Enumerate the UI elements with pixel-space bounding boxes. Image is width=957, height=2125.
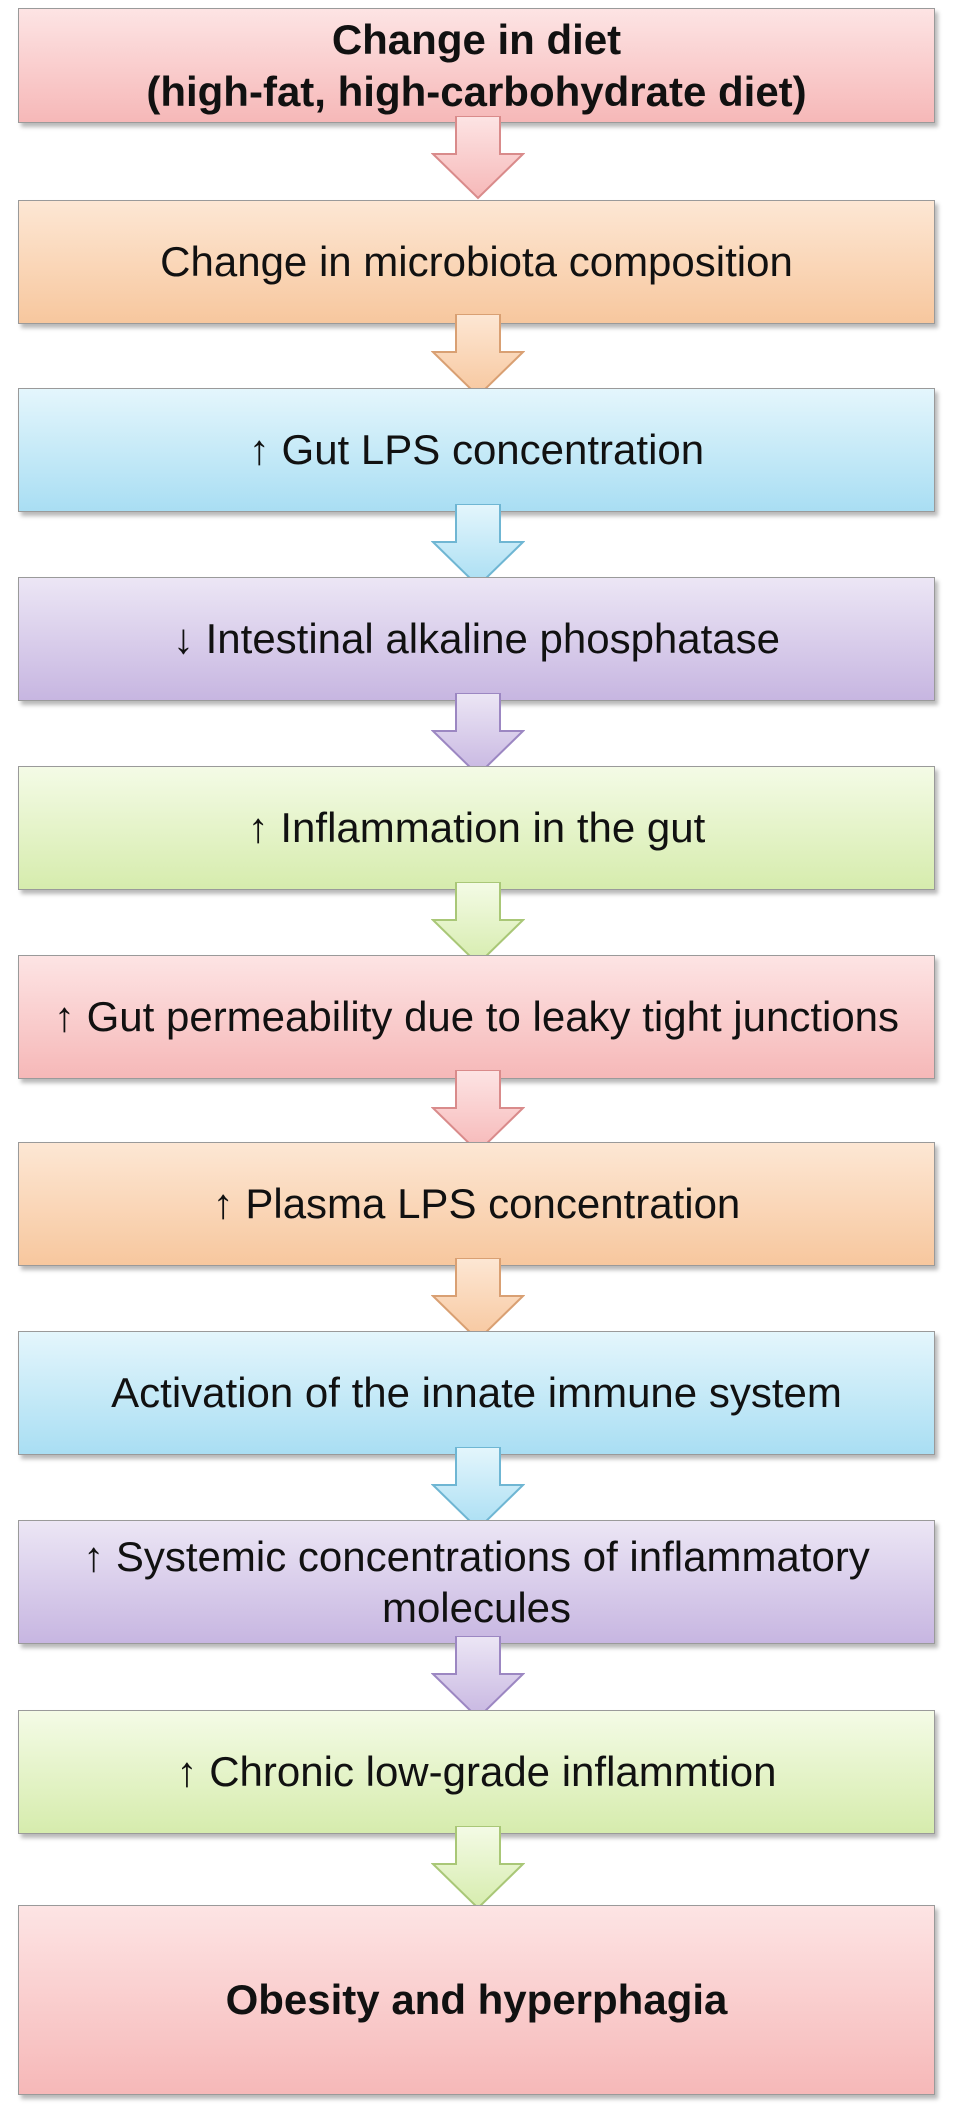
- down-arrow-icon: [431, 693, 525, 777]
- step-label: ↓ Intestinal alkaline phosphatase: [172, 615, 781, 663]
- step-label: Obesity and hyperphagia: [225, 1976, 728, 2024]
- step-label: ↑ Chronic low-grade inflammtion: [176, 1748, 777, 1796]
- step-label: ↑ Gut permeability due to leaky tight ju…: [53, 993, 900, 1041]
- down-arrow-icon: [431, 1636, 525, 1720]
- down-arrow-icon: [431, 314, 525, 398]
- down-arrow-icon: [431, 1070, 525, 1154]
- down-arrow-icon: [431, 504, 525, 588]
- step-gut-inflammation: ↑ Inflammation in the gut: [18, 766, 935, 890]
- step-label: ↑ Plasma LPS concentration: [212, 1180, 741, 1228]
- step-label: Change in diet (high-fat, high-carbohydr…: [146, 16, 807, 115]
- step-label: ↑ Systemic concentrations of inflammator…: [83, 1532, 870, 1631]
- step-alkaline-phosphatase: ↓ Intestinal alkaline phosphatase: [18, 577, 935, 701]
- step-gut-lps: ↑ Gut LPS concentration: [18, 388, 935, 512]
- step-microbiota-composition: Change in microbiota composition: [18, 200, 935, 324]
- down-arrow-icon: [431, 1258, 525, 1342]
- step-innate-immune: Activation of the innate immune system: [18, 1331, 935, 1455]
- down-arrow-icon: [431, 882, 525, 966]
- down-arrow-icon: [431, 116, 525, 200]
- step-systemic-concentrations: ↑ Systemic concentrations of inflammator…: [18, 1520, 935, 1644]
- step-gut-permeability: ↑ Gut permeability due to leaky tight ju…: [18, 955, 935, 1079]
- step-label: ↑ Gut LPS concentration: [248, 426, 705, 474]
- step-obesity-hyperphagia: Obesity and hyperphagia: [18, 1905, 935, 2095]
- step-label: Change in microbiota composition: [160, 238, 793, 286]
- step-chronic-inflammation: ↑ Chronic low-grade inflammtion: [18, 1710, 935, 1834]
- step-plasma-lps: ↑ Plasma LPS concentration: [18, 1142, 935, 1266]
- step-label: Activation of the innate immune system: [111, 1369, 842, 1417]
- down-arrow-icon: [431, 1826, 525, 1910]
- step-label: ↑ Inflammation in the gut: [247, 804, 706, 852]
- down-arrow-icon: [431, 1447, 525, 1531]
- step-change-in-diet: Change in diet (high-fat, high-carbohydr…: [18, 8, 935, 123]
